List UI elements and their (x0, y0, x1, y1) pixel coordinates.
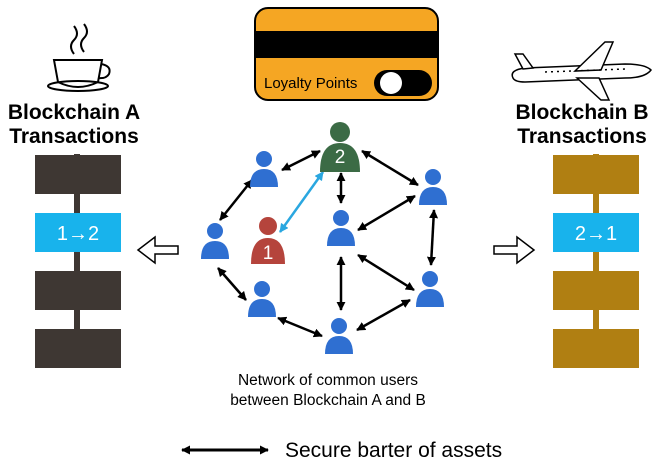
toggle-knob-icon (380, 72, 402, 94)
chain-b-block-label: 2→1 (575, 223, 617, 245)
chain-a-blocks: 1→2 (35, 154, 121, 368)
user-icon (419, 169, 447, 205)
chain-b-highlight-block (553, 213, 639, 252)
coffee-cup-icon (47, 23, 111, 92)
network-caption-line2: between Blockchain A and B (230, 392, 426, 409)
chain-a-block (35, 271, 121, 310)
user-icon (325, 318, 353, 354)
chain-b-block (553, 329, 639, 368)
chain-a-title-line1: Blockchain A (8, 101, 140, 124)
chain-b-block (553, 271, 639, 310)
right-outline-arrow-icon (493, 235, 536, 265)
network-caption-line1: Network of common users (238, 372, 418, 389)
chain-a-block (35, 329, 121, 368)
user-icon (327, 210, 355, 246)
airplane-icon (511, 41, 652, 101)
user-1-label: 1 (263, 243, 274, 264)
chain-b-blocks: 2→1 (553, 154, 639, 368)
barter-link (278, 171, 325, 233)
credit-card-icon: Loyalty Points (254, 7, 439, 101)
user-icon (201, 223, 229, 259)
card-label: Loyalty Points (264, 75, 357, 92)
left-outline-arrow-icon (136, 235, 179, 265)
user-icon (416, 271, 444, 307)
chain-b-title-line2: Transactions (517, 125, 647, 148)
network-edges (217, 149, 439, 338)
chain-a-title-line2: Transactions (9, 125, 139, 148)
chain-b-block (553, 155, 639, 194)
chain-a-block (35, 155, 121, 194)
chain-b-title-line1: Blockchain B (515, 101, 648, 124)
legend-label: Secure barter of assets (285, 439, 502, 462)
chain-a-block-label: 1→2 (57, 223, 99, 245)
user-icon (248, 281, 276, 317)
user-1-icon: 1 (251, 217, 285, 264)
user-2-icon: 2 (320, 122, 360, 172)
user-icon (250, 151, 278, 187)
chain-a-highlight-block (35, 213, 121, 252)
user-2-label: 2 (335, 147, 346, 168)
